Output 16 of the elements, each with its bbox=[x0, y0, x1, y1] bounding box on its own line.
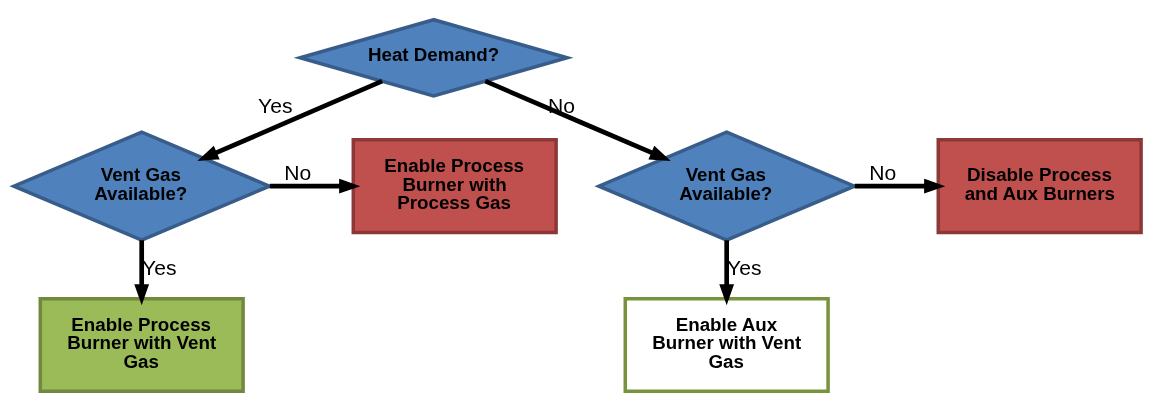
edge-label: Yes bbox=[142, 255, 177, 279]
node-box: Enable Process Burner with Process Gas bbox=[351, 137, 558, 234]
edge-label: Yes bbox=[727, 255, 762, 279]
edge-label: No bbox=[869, 160, 897, 184]
edge-label: Yes bbox=[258, 93, 293, 117]
arrow bbox=[854, 178, 946, 194]
node-diamond: Heat Demand? bbox=[293, 17, 574, 98]
edge-label: No bbox=[284, 160, 312, 184]
arrow bbox=[484, 78, 671, 161]
arrow bbox=[269, 178, 361, 194]
node-box: Enable Process Burner with Vent Gas bbox=[38, 296, 245, 393]
arrow bbox=[197, 78, 383, 161]
node-box: Disable Process and Aux Burners bbox=[936, 137, 1143, 234]
arrow bbox=[719, 239, 735, 305]
node-box: Enable Aux Burner with Vent Gas bbox=[623, 296, 830, 393]
arrow bbox=[134, 239, 150, 305]
